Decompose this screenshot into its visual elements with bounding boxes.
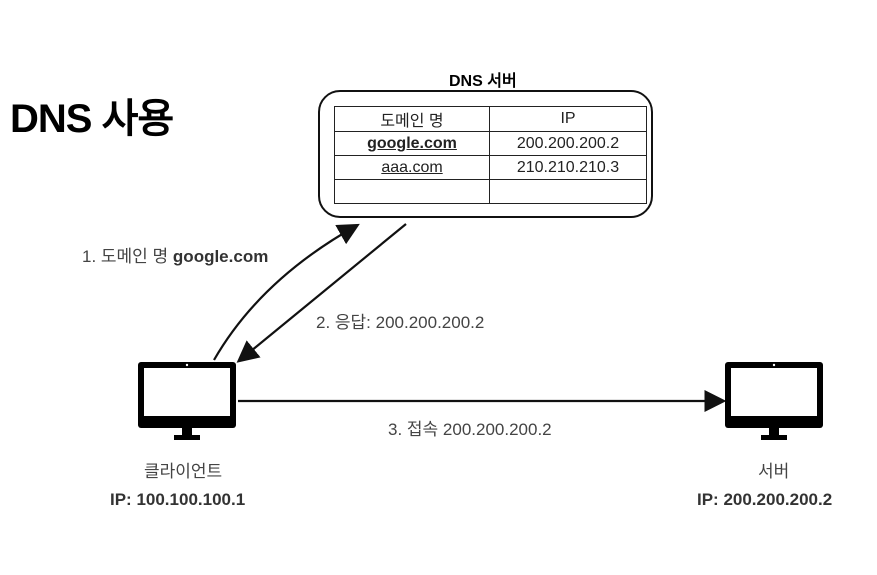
dns-server-box	[318, 90, 653, 218]
ip-cell: 200.200.200.2	[489, 131, 647, 156]
response-arrow	[236, 223, 407, 363]
step3-label: 3. 접속 200.200.200.2	[388, 420, 552, 439]
ip-cell: 210.210.210.3	[489, 155, 647, 180]
dns-table: 도메인 명 IP google.com 200.200.200.2 aaa.co…	[334, 106, 647, 204]
step1-domain: google.com	[172, 247, 269, 266]
table-row: google.com 200.200.200.2	[334, 131, 647, 156]
domain-cell: google.com	[334, 131, 490, 156]
header-domain: 도메인 명	[334, 106, 490, 132]
client-ip: IP: 100.100.100.1	[110, 490, 246, 509]
table-row: aaa.com 210.210.210.3	[334, 155, 647, 180]
step1-label: 1. 도메인 명 google.com	[82, 242, 268, 267]
dns-server-title: DNS 서버	[449, 73, 517, 90]
client-monitor-icon	[138, 362, 236, 440]
server-monitor-icon	[725, 362, 823, 440]
step2-label: 2. 응답: 200.200.200.2	[316, 313, 485, 332]
table-row	[334, 179, 647, 204]
ip-cell	[489, 179, 647, 204]
domain-cell	[334, 179, 490, 204]
server-label: 서버	[758, 462, 790, 481]
client-label: 클라이언트	[144, 462, 223, 481]
step1-text: 1. 도메인 명	[82, 247, 169, 266]
request-arrow	[213, 223, 360, 361]
page-title: DNS 사용	[10, 97, 174, 141]
server-ip: IP: 200.200.200.2	[697, 490, 833, 509]
